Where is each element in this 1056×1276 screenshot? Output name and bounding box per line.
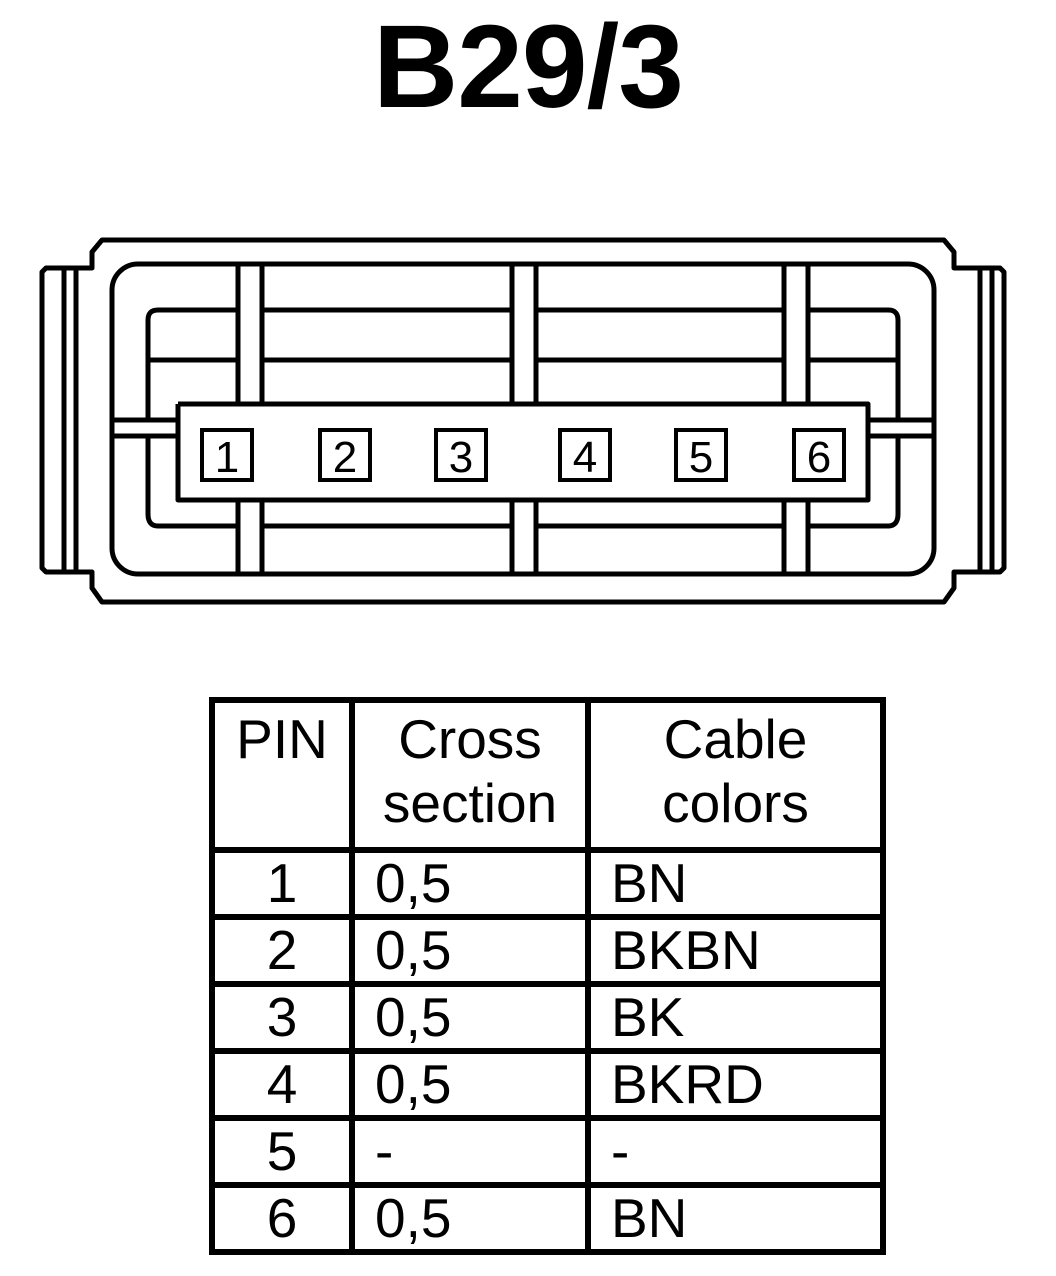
cross-section-value: 0,5 (349, 981, 591, 1054)
pin-number: 3 (209, 981, 355, 1054)
pin-box-1 (200, 428, 254, 482)
connector-diagram: 1 2 3 4 5 6 (39, 237, 1007, 605)
header-cross-section: Cross section (349, 697, 591, 853)
cross-section-value: 0,5 (349, 847, 591, 920)
header-cable-colors: Cable colors (585, 697, 886, 853)
lower-rib-middle (509, 500, 539, 574)
upper-rib-right (781, 264, 811, 404)
cable-color-value: BKBN (585, 914, 886, 987)
header-pin: PIN (209, 697, 355, 853)
pin-box-3 (434, 428, 488, 482)
cross-section-value: 0,5 (349, 1048, 591, 1121)
connector-outer-housing (39, 237, 1007, 605)
table-row: 1 0,5 BN (209, 847, 886, 920)
cable-color-value: BN (585, 847, 886, 920)
connector-title: B29/3 (373, 1, 684, 133)
pin-number: 5 (209, 1115, 355, 1188)
pin-label-2: 2 (333, 433, 357, 482)
pin-label-4: 4 (573, 433, 597, 482)
pin-box-4 (558, 428, 612, 482)
lower-rib-left (235, 500, 265, 574)
right-guide-frame (808, 307, 901, 420)
table-row: 2 0,5 BKBN (209, 914, 886, 987)
pin-number: 6 (209, 1182, 355, 1255)
table-row: 5 - - (209, 1115, 886, 1188)
table-row: 6 0,5 BN (209, 1182, 886, 1255)
table-row: 4 0,5 BKRD (209, 1048, 886, 1121)
cross-section-value: 0,5 (349, 1182, 591, 1255)
pin-number: 4 (209, 1048, 355, 1121)
lower-left-guide (145, 436, 238, 529)
table-row: 3 0,5 BK (209, 981, 886, 1054)
cable-color-value: BKRD (585, 1048, 886, 1121)
lower-rib-right (781, 500, 811, 574)
cable-color-value: BN (585, 1182, 886, 1255)
pin-number: 2 (209, 914, 355, 987)
cable-color-value: BK (585, 981, 886, 1054)
cross-section-value: 0,5 (349, 914, 591, 987)
pin-assignment-table: PIN Cross section Cable colors 1 0,5 BN … (209, 697, 886, 1255)
table-header-row: PIN Cross section Cable colors (209, 697, 886, 853)
pin-box-6 (792, 428, 846, 482)
cable-color-value: - (585, 1115, 886, 1188)
pin-label-6: 6 (807, 433, 831, 482)
pin-cavity (112, 401, 934, 503)
pin-number: 1 (209, 847, 355, 920)
upper-rib-middle (509, 264, 539, 404)
pin-box-2 (318, 428, 372, 482)
pin-label-3: 3 (449, 433, 473, 482)
lower-right-guide (808, 436, 901, 529)
cross-section-value: - (349, 1115, 591, 1188)
pin-label-1: 1 (215, 433, 239, 482)
upper-rib-left (235, 264, 265, 404)
pin-box-5 (674, 428, 728, 482)
pin-label-5: 5 (689, 433, 713, 482)
left-guide-frame (145, 307, 238, 420)
